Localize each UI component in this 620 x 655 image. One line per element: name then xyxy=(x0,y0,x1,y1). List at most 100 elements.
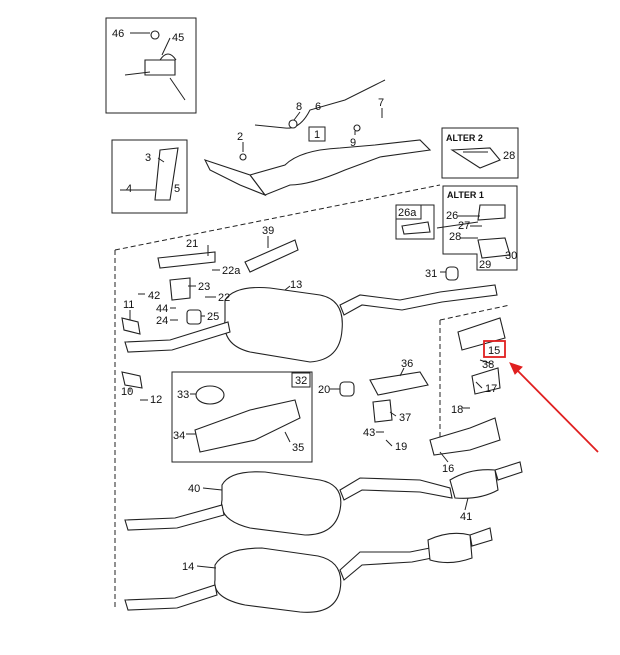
red-arrow-head-icon xyxy=(509,362,523,375)
callout-15[interactable]: 15 xyxy=(488,345,500,357)
rear-pipe-13 xyxy=(124,321,231,353)
clamp-part-45 xyxy=(144,53,177,76)
center-muffler-14 xyxy=(427,527,493,564)
callout-44[interactable]: 44 xyxy=(156,303,168,315)
tip-part-34 xyxy=(194,399,301,453)
callout-37[interactable]: 37 xyxy=(399,412,411,424)
clamp-part-10 xyxy=(121,371,143,389)
rubber-mount-31 xyxy=(445,266,459,281)
callout-22[interactable]: 22 xyxy=(218,292,230,304)
callout-28-alter2[interactable]: 28 xyxy=(503,150,515,162)
inset-box-45-46 xyxy=(105,17,197,114)
callout-24[interactable]: 24 xyxy=(156,315,168,327)
pad-part-26a xyxy=(401,221,431,235)
callout-40[interactable]: 40 xyxy=(188,483,200,495)
bracket-part-39 xyxy=(244,239,299,273)
rear-muffler-13 xyxy=(224,286,343,363)
tip-part-33 xyxy=(195,385,225,405)
callout-42[interactable]: 42 xyxy=(148,290,160,302)
callout-6[interactable]: 6 xyxy=(315,101,321,113)
sensor-wire-6-7 xyxy=(254,79,386,129)
tailpipe-part-17 xyxy=(471,367,501,395)
callout-32[interactable]: 32 xyxy=(295,375,307,387)
clamp-part-11 xyxy=(121,317,141,335)
nut-part-9 xyxy=(353,124,361,132)
alter1-label: ALTER 1 xyxy=(447,190,484,200)
rear-muffler-14 xyxy=(214,547,342,613)
callout-8[interactable]: 8 xyxy=(296,101,302,113)
callout-2[interactable]: 2 xyxy=(237,131,243,143)
callout-27[interactable]: 27 xyxy=(458,220,470,232)
inset-box-3-5 xyxy=(111,139,188,214)
callout-10[interactable]: 10 xyxy=(121,386,133,398)
callout-25[interactable]: 25 xyxy=(207,311,219,323)
bracket-part-21 xyxy=(157,251,216,269)
callout-43[interactable]: 43 xyxy=(363,427,375,439)
callout-35[interactable]: 35 xyxy=(292,442,304,454)
callout-12[interactable]: 12 xyxy=(150,394,162,406)
tailpipe-part-15 xyxy=(457,317,506,351)
callout-18[interactable]: 18 xyxy=(451,404,463,416)
bracket-part-23 xyxy=(169,277,191,301)
leader-lines xyxy=(129,32,493,569)
callout-17[interactable]: 17 xyxy=(485,383,497,395)
center-muffler-41 xyxy=(449,461,523,499)
rubber-mount-20 xyxy=(339,381,355,397)
callout-4[interactable]: 4 xyxy=(126,183,132,195)
inset-box-32 xyxy=(171,371,313,463)
label-box-26a xyxy=(395,204,422,220)
callout-13[interactable]: 13 xyxy=(290,279,302,291)
callout-41[interactable]: 41 xyxy=(460,511,472,523)
front-pipe xyxy=(203,159,267,197)
callout-34[interactable]: 34 xyxy=(173,430,185,442)
hanger-part-28-alter1 xyxy=(477,237,511,259)
callout-5[interactable]: 5 xyxy=(174,183,180,195)
sensor-wire-45 xyxy=(124,71,186,101)
hanger-part-28-alter2 xyxy=(450,147,501,169)
catalytic-converter-1 xyxy=(249,139,432,196)
callout-39[interactable]: 39 xyxy=(262,225,274,237)
intermediate-pipe-13 xyxy=(339,284,498,316)
callout-19[interactable]: 19 xyxy=(395,441,407,453)
callout-22a[interactable]: 22a xyxy=(222,265,241,277)
highlight-box-15[interactable] xyxy=(483,340,506,358)
hanger-part-26 xyxy=(477,204,506,221)
rubber-mount-25 xyxy=(186,309,202,325)
bolt-part-2 xyxy=(239,153,247,161)
callout-26a[interactable]: 26a xyxy=(398,207,417,219)
rear-muffler-40 xyxy=(221,471,342,536)
callout-38[interactable]: 38 xyxy=(482,359,494,371)
bolt-part-46 xyxy=(150,30,160,40)
pipe-40 xyxy=(124,477,453,531)
red-arrow-line xyxy=(513,366,599,453)
callout-9[interactable]: 9 xyxy=(350,137,356,149)
inset-box-alter1 xyxy=(442,185,518,271)
system-boundary xyxy=(114,184,511,610)
callout-33[interactable]: 33 xyxy=(177,389,189,401)
inset-box-alter2 xyxy=(441,127,519,179)
callout-1[interactable]: 1 xyxy=(314,129,320,141)
callout-16[interactable]: 16 xyxy=(442,463,454,475)
label-box-1 xyxy=(308,126,326,142)
callout-23[interactable]: 23 xyxy=(198,281,210,293)
callout-36[interactable]: 36 xyxy=(401,358,413,370)
bracket-part-3 xyxy=(154,147,179,201)
bracket-part-36 xyxy=(369,371,429,396)
callout-21[interactable]: 21 xyxy=(186,238,198,250)
callout-14[interactable]: 14 xyxy=(182,561,194,573)
callout-30[interactable]: 30 xyxy=(505,250,517,262)
callout-11[interactable]: 11 xyxy=(123,299,134,311)
alter2-label: ALTER 2 xyxy=(446,133,483,143)
callout-3[interactable]: 3 xyxy=(145,152,151,164)
callout-20[interactable]: 20 xyxy=(318,384,330,396)
callout-46[interactable]: 46 xyxy=(112,28,124,40)
callout-31[interactable]: 31 xyxy=(425,268,437,280)
bracket-part-37 xyxy=(372,399,393,423)
tailpipe-part-16 xyxy=(429,417,501,456)
callout-45[interactable]: 45 xyxy=(172,32,184,44)
callout-28-alter1[interactable]: 28 xyxy=(449,231,461,243)
callout-29[interactable]: 29 xyxy=(479,259,491,271)
callout-7[interactable]: 7 xyxy=(378,97,384,109)
callout-26[interactable]: 26 xyxy=(446,210,458,222)
